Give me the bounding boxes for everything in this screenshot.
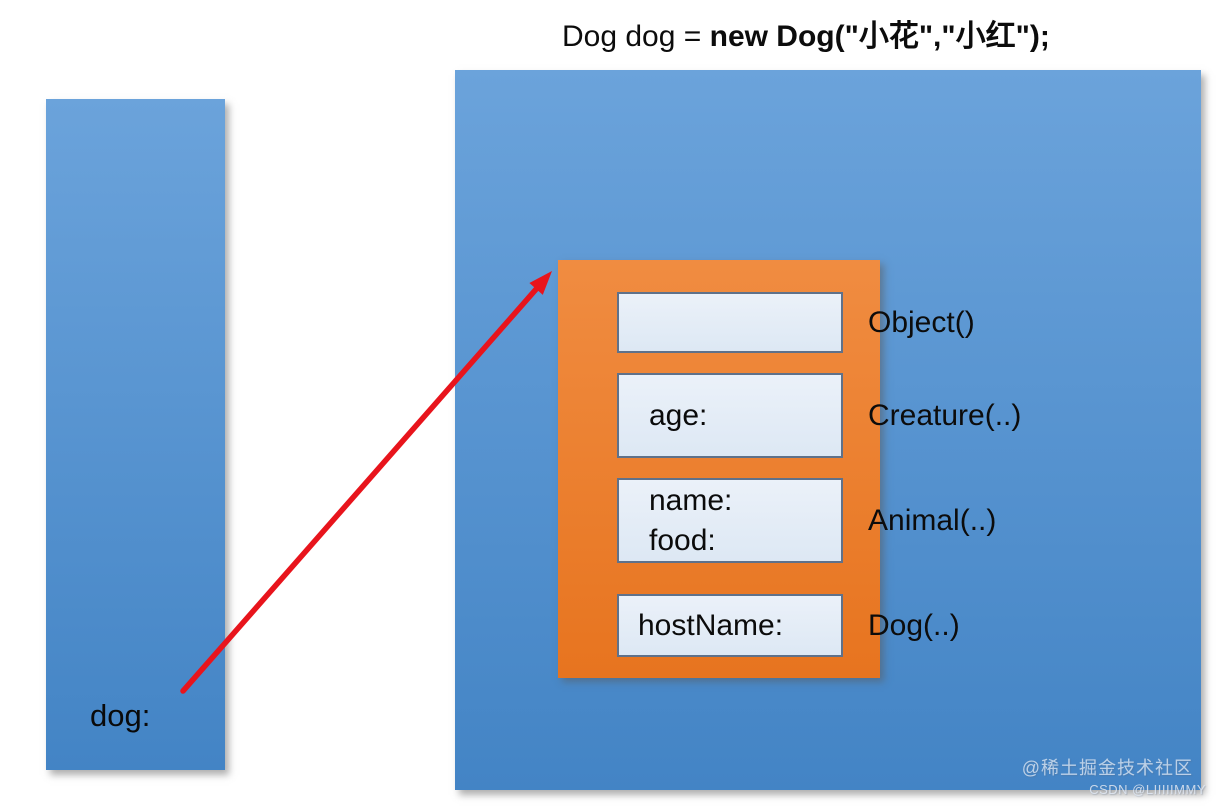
field-label-food: food: xyxy=(649,523,716,557)
field-slot-animal: name: food: xyxy=(617,478,843,563)
code-statement-normal: Dog dog = xyxy=(562,20,710,53)
field-slot-object xyxy=(617,292,843,353)
object-layer-row: Object() xyxy=(617,292,975,353)
constructor-label-object: Object() xyxy=(868,305,975,339)
code-statement-bold: new Dog("小花","小红"); xyxy=(709,20,1050,53)
watermark-csdn: CSDN @LIIIIIMMY xyxy=(1089,782,1206,797)
stack-frame-rect: dog: xyxy=(46,99,225,770)
object-layer-row: hostName: Dog(..) xyxy=(617,594,960,657)
object-layer-row: age: Creature(..) xyxy=(617,373,1021,458)
object-layer-row: name: food: Animal(..) xyxy=(617,478,996,563)
field-label-age: age: xyxy=(649,398,708,432)
field-slot-creature: age: xyxy=(617,373,843,458)
code-statement: Dog dog = new Dog("小花","小红"); xyxy=(562,11,1050,55)
constructor-label-creature: Creature(..) xyxy=(868,398,1022,432)
stack-variable-label: dog: xyxy=(90,698,151,733)
field-slot-dog: hostName: xyxy=(617,594,843,657)
watermark: @稀土掘金技术社区 CSDN @LIIIIIMMY xyxy=(1022,754,1206,797)
constructor-label-dog: Dog(..) xyxy=(868,608,960,642)
field-label-name: name: xyxy=(649,483,733,517)
constructor-label-animal: Animal(..) xyxy=(868,503,997,537)
field-label-hostname: hostName: xyxy=(638,608,784,642)
watermark-juejin: @稀土掘金技术社区 xyxy=(1021,758,1193,778)
